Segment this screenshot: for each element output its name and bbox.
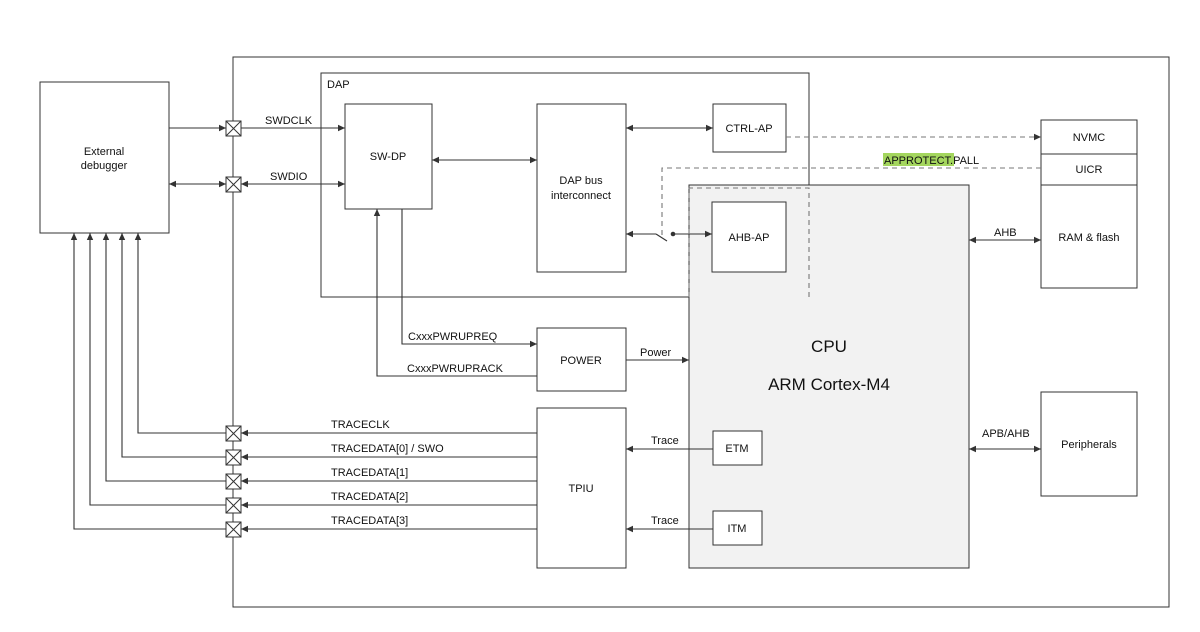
tracedata2-label: TRACEDATA[2] [331,491,408,503]
ctrl-ap-label: CTRL-AP [725,123,772,135]
traceclk-return [134,233,226,434]
approtect-label: APPROTECT.PALL [884,155,979,167]
tracedata3-return [70,233,226,530]
approtect-dashed [661,167,1041,236]
swdclk-label: SWDCLK [265,115,313,127]
ahb-label: AHB [994,227,1017,239]
dap-bus-label-2: interconnect [551,190,611,202]
pad-swdio [225,176,242,193]
apb-ahb-label: APB/AHB [982,428,1030,440]
nvmc-label: NVMC [1073,132,1105,144]
tpiu-block [536,407,627,569]
pad-tracedata0 [225,449,242,466]
pad-traceclk [225,425,242,442]
etm-label: ETM [725,443,748,455]
tracedata2-return [86,233,226,506]
itm-trace-label: Trace [651,515,679,527]
uicr-block [1040,153,1138,186]
ram-flash-label: RAM & flash [1058,232,1119,244]
traceclk-label: TRACECLK [331,419,390,431]
tracedata0-return [118,233,226,458]
itm-label: ITM [728,523,747,535]
tracedata1-label: TRACEDATA[1] [331,467,408,479]
dap-label: DAP [327,79,350,91]
tracedata0-label: TRACEDATA[0] / SWO [331,443,444,455]
ahb-ap-block [711,201,787,273]
ahbap-dashed-region [688,187,810,297]
ctrl-ap-block [712,103,787,153]
peripherals-block [1040,391,1138,497]
pwrupack-wire [373,209,537,377]
pwrupreq-label: CxxxPWRUPREQ [408,331,498,343]
pad-swdclk [225,120,242,137]
dap-bus-block [536,103,627,273]
uicr-label: UICR [1076,164,1103,176]
chip-boundary [232,56,1170,608]
tracedata3-label: TRACEDATA[3] [331,515,408,527]
power-label: POWER [560,355,602,367]
tpiu-label: TPIU [568,483,593,495]
pad-tracedata3 [225,521,242,538]
pad-tracedata1 [225,473,242,490]
power-signal-label: Power [640,347,672,359]
nvmc-block [1040,119,1138,155]
swdio-label: SWDIO [270,171,308,183]
pad-tracedata2 [225,497,242,514]
etm-block [712,430,763,466]
sw-dp-block [344,103,433,210]
ram-flash-block [1040,184,1138,289]
dap-bus-label: DAP bus [559,175,603,187]
ahb-ap-label: AHB-AP [729,232,770,244]
pwrupack-label: CxxxPWRUPRACK [407,363,504,375]
cpu-label: CPU [811,337,847,356]
pwrupreq-wire [401,209,537,348]
approtect-highlight [883,153,954,166]
peripherals-label: Peripherals [1061,439,1117,451]
external-debugger-label-2: debugger [81,160,128,172]
tracedata1-return [102,233,226,482]
sw-dp-label: SW-DP [370,151,406,163]
switch-blade [655,233,668,242]
cpu-core-label: ARM Cortex-M4 [768,375,890,394]
itm-block [712,510,763,546]
etm-trace-label: Trace [651,435,679,447]
external-debugger-label: External [84,146,124,158]
